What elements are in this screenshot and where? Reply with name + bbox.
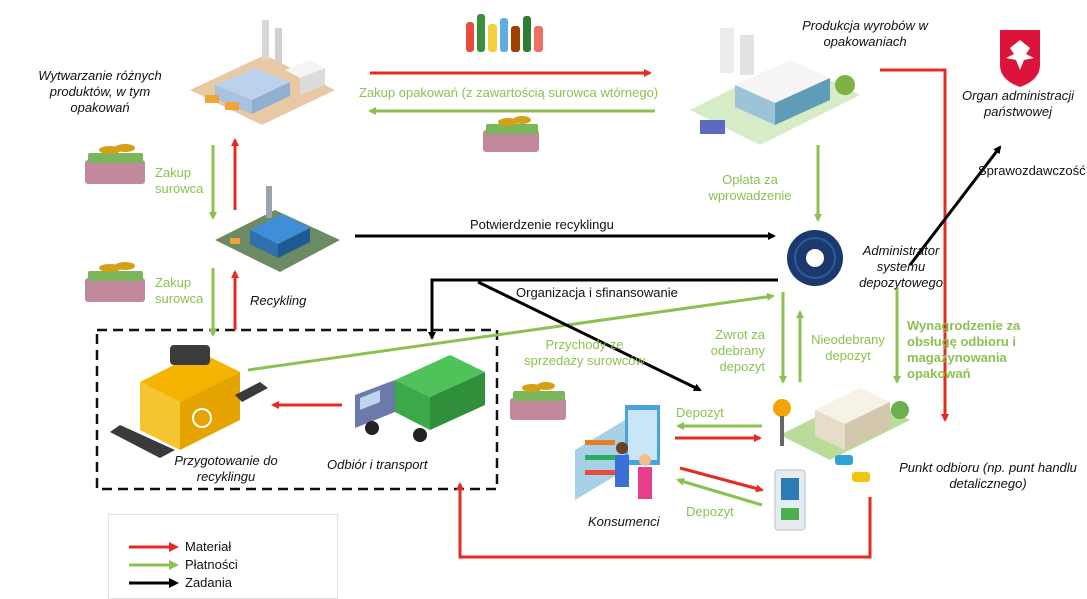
uncollected-deposit-label: Nieodebrany depozyt (811, 332, 885, 363)
legend-label: Materiał (185, 539, 232, 554)
money-icon (85, 144, 145, 184)
consumers-label: Konsumenci (588, 514, 660, 529)
deposit-label: Depozyt (686, 504, 734, 519)
material-arrow (679, 466, 764, 493)
garbage-truck-icon (355, 355, 485, 442)
material-sales-income-label: Przychody ze sprzedaży surowców (524, 337, 645, 368)
authority-label: Organ administracji państwowej (962, 88, 1074, 119)
legend-label: Zadania (185, 575, 232, 590)
preparation-machine-icon (110, 345, 268, 458)
recycling-label: Recykling (250, 293, 307, 308)
transport-label: Odbiór i transport (327, 457, 428, 472)
collection-point-label: Punkt odbioru (np. punt handlu detaliczn… (899, 460, 1077, 491)
task-arrow (908, 145, 1002, 266)
polish-eagle-emblem-icon (1000, 30, 1040, 87)
administrator-label: Administrator systemu depozytowego (859, 243, 943, 290)
packaging-purchase-label: Zakup opakowań (z zawartością surowca wt… (359, 85, 659, 100)
payment-arrow (676, 477, 763, 507)
factory-icon (190, 20, 335, 125)
raw-material-purchase-label: Zakup surowca (155, 165, 204, 196)
recycling-confirmation-label: Potwierdzenie recyklingu (470, 217, 614, 232)
packaging-bottles-icon (466, 14, 543, 52)
preparation-label: Przygotowanie do recyklingu (174, 453, 278, 484)
introduction-fee-label: Opłata za wprowadzenie (708, 172, 792, 203)
manufacturer-label: Wytwarzanie różnych produktów, w tym opa… (38, 68, 162, 115)
organization-label: Organizacja i sfinansowanie (516, 285, 678, 300)
money-icon (483, 116, 539, 152)
material-arrow (880, 68, 949, 422)
recycling-plant-icon (215, 186, 340, 272)
producer-label: Produkcja wyrobów w opakowaniach (802, 18, 928, 49)
remuneration-label: Wynagrodzenie za obsługę odbioru i magaz… (907, 318, 1021, 381)
legend-tasks-swatch (129, 578, 179, 588)
consumers-people-icon (615, 442, 652, 499)
reverse-vending-machine-icon (774, 469, 806, 531)
money-icon (85, 262, 145, 302)
material-arrow (456, 482, 872, 559)
collection-point-store-icon (773, 388, 910, 482)
legend-payments-swatch (129, 560, 179, 570)
legend-label: Płatności (185, 557, 238, 572)
deposit-label: Depozyt (676, 405, 724, 420)
legend: Materiał Płatności Zadania (108, 514, 338, 599)
reporting-label: Sprawozdawczość (978, 163, 1086, 178)
administrator-ring-icon (787, 230, 843, 286)
money-icon (510, 382, 566, 420)
legend-material-swatch (129, 542, 179, 552)
task-arrow (477, 280, 702, 392)
raw-material-purchase-label: Zakup surowca (155, 275, 204, 306)
task-arrow (428, 278, 778, 340)
payment-arrow (247, 292, 775, 372)
producer-factory-icon (690, 28, 860, 145)
collection-area-frame (95, 328, 499, 491)
deposit-refund-label: Zwrot za odebrany depozyt (710, 327, 765, 374)
